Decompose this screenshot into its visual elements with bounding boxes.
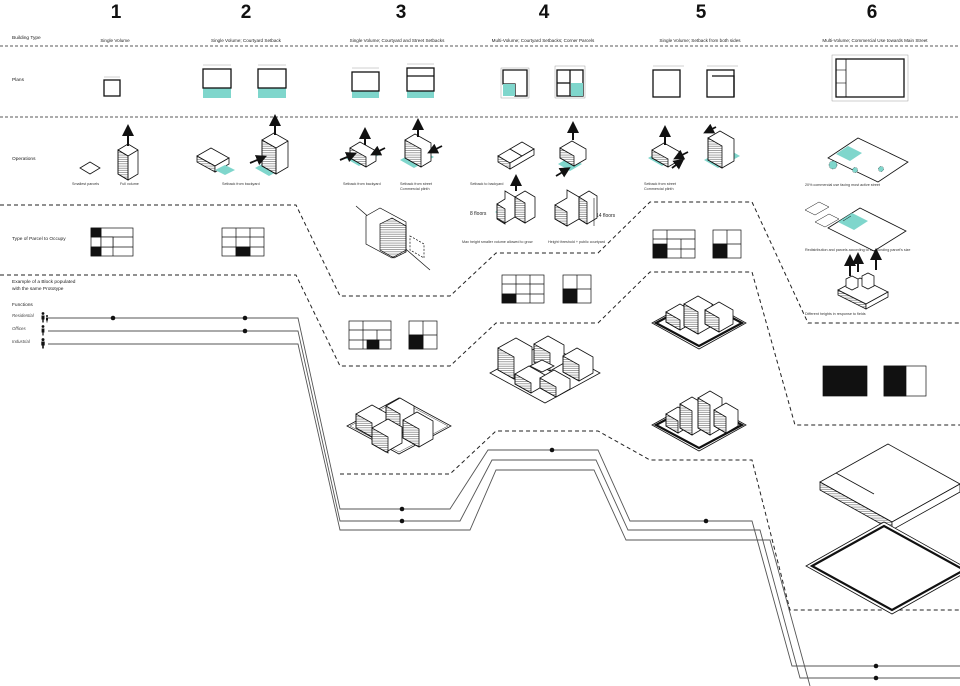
operations-row (79, 114, 909, 310)
col3-section-drawing (355, 205, 431, 271)
function-offices: Offices (12, 326, 26, 331)
office-worker-icon (41, 325, 45, 336)
caption-full-volume: Full volume (120, 182, 139, 186)
column-number-2: 2 (240, 2, 252, 23)
block-col3 (346, 397, 452, 455)
row-label-parcel: Type of Parcel to Occupy (12, 237, 66, 242)
resident-icon (41, 312, 48, 323)
caption-redistribution: Redistribution and parcels according to … (805, 248, 911, 252)
column-type-4: Multi-Volume; Courtyard Setbacks; Corner… (491, 38, 595, 43)
caption-setback-backyard-4: Setback to backyard (470, 182, 504, 186)
plans-row (103, 54, 909, 102)
block-col4 (489, 335, 601, 404)
block-col6-top (819, 443, 960, 531)
label-8-floors: 8 floors (470, 211, 487, 217)
caption-setback-street-5: Setback from street (644, 182, 676, 186)
column-type-3: Single Volume; Courtyard and Street Setb… (349, 38, 445, 43)
row-label-operations: Operations (12, 157, 36, 162)
caption-commercial-use: 20% commercial use facing most active st… (805, 183, 881, 187)
caption-different-heights: Different heights in response to fields (805, 312, 866, 316)
column-type-5: Single Volume; Setback from both sides (659, 38, 741, 43)
column-number-4: 4 (538, 2, 550, 23)
block-col5-top (651, 295, 747, 350)
parcel-grids (90, 227, 927, 397)
column-number-6: 6 (866, 2, 878, 23)
block-col5-bottom (651, 390, 747, 452)
band-line-3 (340, 430, 960, 611)
band-line-1 (0, 201, 960, 324)
column-type-2: Single Volume; Courtyard Setback (211, 38, 281, 43)
row-label-block-2: with the same Prototype (12, 287, 64, 292)
function-residential: Residential (12, 313, 34, 318)
caption-smallest-parcels: Smallest parcels (72, 182, 100, 186)
blocks (346, 295, 960, 615)
functions-heading: Functions (12, 303, 33, 308)
column-number-1: 1 (110, 2, 122, 23)
row-label-building-type: Building Type (12, 36, 41, 41)
block-col6-bottom (805, 521, 960, 615)
function-industrial: Industrial (12, 339, 30, 344)
column-number-3: 3 (395, 2, 407, 23)
caption-max-height: Max height smaller volume allowed to gro… (462, 240, 533, 244)
caption-height-threshold: Height threshold + public courtyard (548, 240, 606, 244)
column-type-1: Single Volume (100, 38, 130, 43)
column-type-6: Multi-Volume; Commercial Use towards Mai… (822, 38, 928, 43)
row-label-plans: Plans (12, 78, 24, 83)
band-line-2 (0, 271, 960, 426)
function-lines (48, 317, 960, 686)
function-dots (110, 315, 879, 681)
caption-commercial-plinth-3: Commercial plinth (400, 187, 430, 191)
caption-setback-backyard-3: Setback from backyard (343, 182, 381, 186)
label-14-floors: 14 floors (596, 213, 616, 219)
industrial-worker-icon (41, 338, 45, 349)
caption-setback-backyard-2: Setback from backyard (222, 182, 260, 186)
column-number-5: 5 (695, 2, 707, 23)
caption-setback-street-3: Setback from street (400, 182, 432, 186)
row-label-block-1: Example of a Block populated (12, 280, 76, 285)
caption-commercial-plinth-5: Commercial plinth (644, 187, 674, 191)
